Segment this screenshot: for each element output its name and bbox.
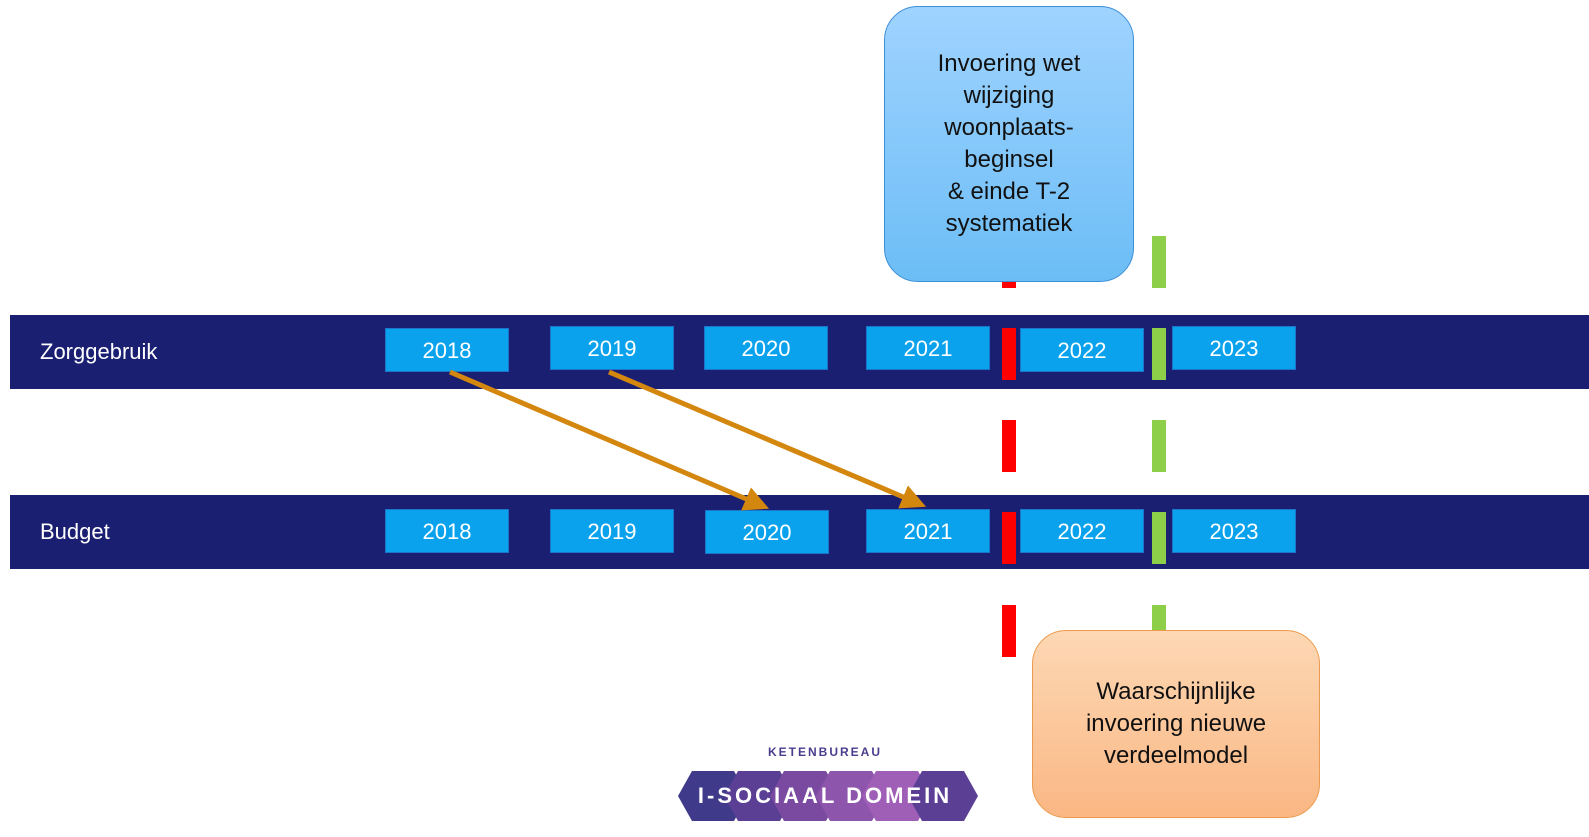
budget-year-2022: 2022 xyxy=(1020,509,1144,553)
logo-hexagon-shapes xyxy=(678,771,978,821)
arrow-2018-to-2020 xyxy=(449,369,770,511)
callout-woonplaatsbeginsel: Invoering wet wijziging woonplaats- begi… xyxy=(884,6,1134,282)
zorggebruik-year-2020: 2020 xyxy=(704,326,828,370)
arrow-2019-to-2021 xyxy=(608,369,927,509)
logo-main-text: I-SOCIAAL DOMEIN xyxy=(697,783,953,808)
red-marker-segment xyxy=(1002,420,1016,472)
green-marker-segment xyxy=(1152,420,1166,472)
ketenbureau-logo: KETENBUREAU I-SOCIAAL DOMEIN xyxy=(660,745,990,827)
green-marker-segment xyxy=(1152,236,1166,288)
budget-label: Budget xyxy=(40,519,110,544)
zorggebruik-year-2019: 2019 xyxy=(550,326,674,370)
callout-woonplaatsbeginsel-text: Invoering wet wijziging woonplaats- begi… xyxy=(937,50,1081,237)
zorggebruik-label: Zorggebruik xyxy=(40,339,158,364)
budget-year-2018: 2018 xyxy=(385,509,509,553)
green-marker-segment xyxy=(1152,512,1166,564)
logo-hexagons: I-SOCIAAL DOMEIN xyxy=(664,767,986,825)
logo-top-text: KETENBUREAU xyxy=(767,745,882,759)
zorggebruik-year-2021: 2021 xyxy=(866,326,990,370)
zorggebruik-year-2018: 2018 xyxy=(385,328,509,372)
zorggebruik-year-2022: 2022 xyxy=(1020,328,1144,372)
green-marker-segment xyxy=(1152,328,1166,380)
red-marker-segment xyxy=(1002,512,1016,564)
budget-year-2020: 2020 xyxy=(705,510,829,554)
budget-year-2019: 2019 xyxy=(550,509,674,553)
callout-verdeelmodel-text: Waarschijnlijke invoering nieuwe verdeel… xyxy=(1085,678,1267,769)
red-marker-segment xyxy=(1002,605,1016,657)
budget-year-2023: 2023 xyxy=(1172,509,1296,553)
callout-verdeelmodel: Waarschijnlijke invoering nieuwe verdeel… xyxy=(1032,630,1320,818)
red-marker-segment xyxy=(1002,328,1016,380)
zorggebruik-year-2023: 2023 xyxy=(1172,326,1296,370)
budget-year-2021: 2021 xyxy=(866,509,990,553)
